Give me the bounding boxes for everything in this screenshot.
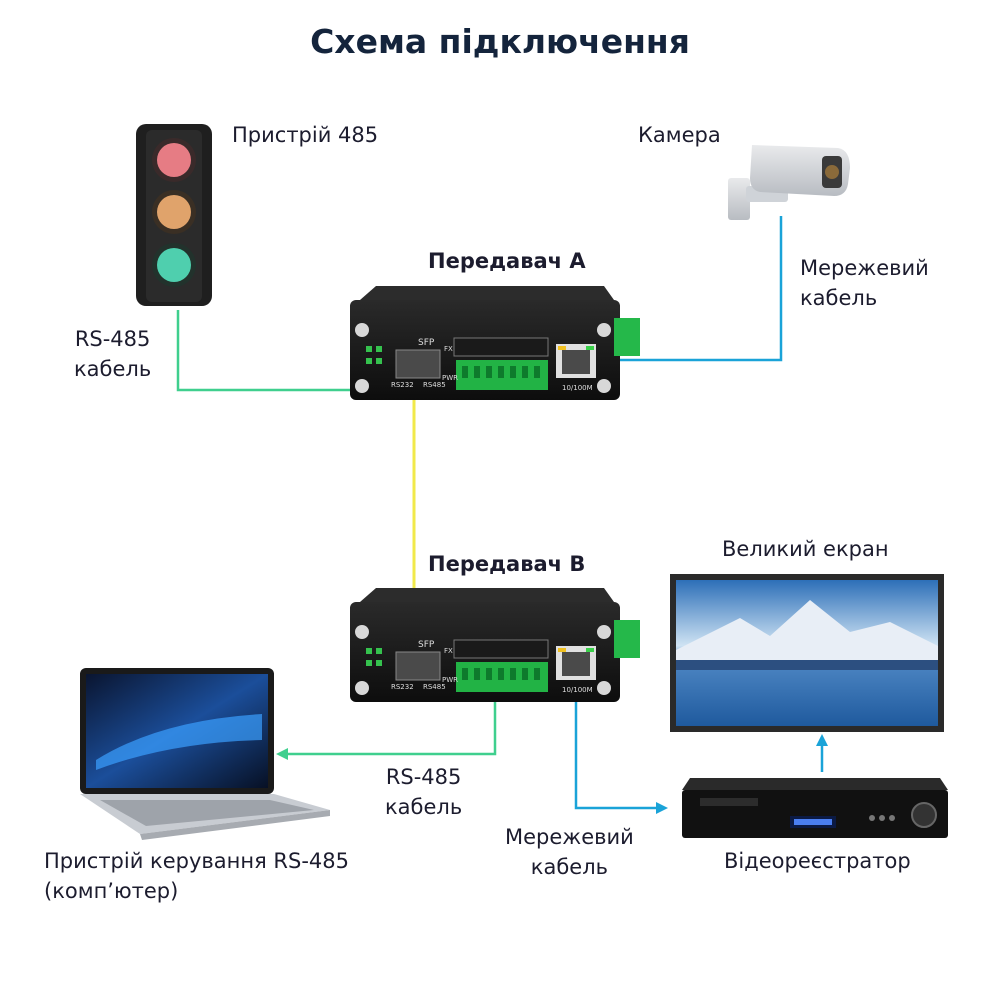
sfp-label-b: SFP (418, 640, 435, 650)
camera-label: Камера (638, 123, 721, 147)
device485-label: Пристрій 485 (232, 123, 379, 147)
transmitter-b-label: Передавач В (428, 552, 586, 576)
rs485-cable-bottom-label: RS-485 кабель (385, 765, 463, 819)
rs485-label-a: RS485 (423, 381, 446, 389)
network-cable-top-label: Мережевий кабель (800, 256, 929, 310)
big-screen-label: Великий екран (722, 537, 889, 561)
transmitter-b-icon (350, 588, 640, 702)
pwr-label-b: PWR (442, 676, 458, 684)
port-speed-label-b: 10/100M (562, 686, 593, 694)
recorder-label: Відеореєстратор (724, 849, 911, 873)
rs485-cable-top (176, 310, 400, 392)
fx-label-a: FX (444, 345, 453, 353)
port-speed-label-a: 10/100M (562, 384, 593, 392)
network-cable-bottom (574, 700, 668, 814)
diagram-title: Схема підключення (310, 22, 690, 61)
network-cable-bottom-label: Мережевий кабель (505, 825, 634, 879)
traffic-light-icon (136, 124, 212, 306)
laptop-icon (80, 668, 330, 840)
pwr-label-a: PWR (442, 374, 458, 382)
controller-label: Пристрій керування RS-485 (комп’ютер) (44, 846, 349, 906)
controller-sub: (комп’ютер) (44, 879, 179, 903)
rs485-cable-bottom (276, 698, 497, 760)
transmitter-a-label: Передавач А (428, 249, 586, 273)
security-camera-icon (728, 145, 850, 220)
controller-name: Пристрій керування RS-485 (44, 849, 349, 873)
rs232-label-a: RS232 (391, 381, 414, 389)
rs232-label-b: RS232 (391, 683, 414, 691)
rs485-label-b: RS485 (423, 683, 446, 691)
video-cable (816, 734, 828, 772)
fx-label-b: FX (444, 647, 453, 655)
sfp-label-a: SFP (418, 338, 435, 348)
rs485-cable-top-label: RS-485 кабель (74, 327, 152, 381)
monitor-icon (670, 574, 944, 732)
dvr-recorder-icon (682, 778, 948, 838)
transmitter-a-icon (350, 286, 640, 400)
